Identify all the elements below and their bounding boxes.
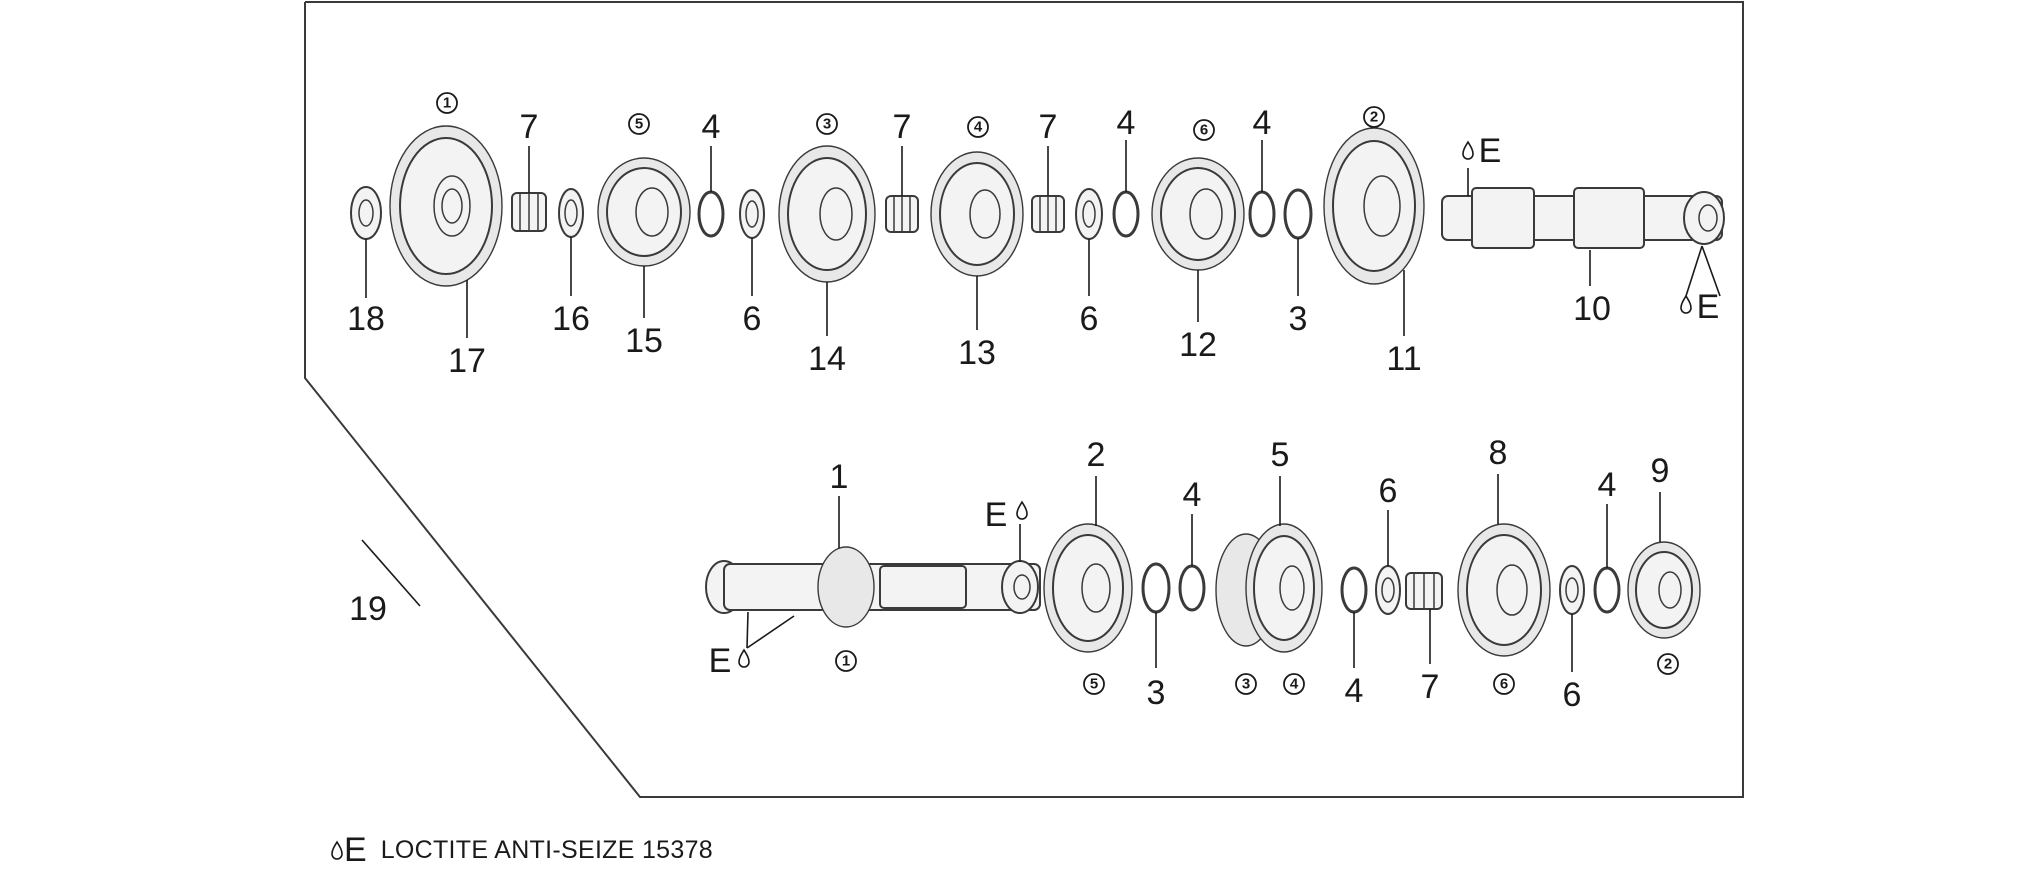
- part-14-gear: [778, 145, 876, 283]
- part-6-washer: [1559, 565, 1585, 615]
- gear-mark-4: 4: [974, 119, 983, 136]
- legend-symbol-letter: E: [344, 831, 367, 869]
- callout-6: 6: [1379, 472, 1398, 510]
- part-8-gear: [1457, 523, 1551, 657]
- part-11-gear: [1323, 127, 1425, 285]
- part-16-washer: [558, 188, 584, 238]
- callout-E: E: [709, 642, 732, 680]
- callout-4: 4: [1345, 672, 1364, 710]
- gear-mark-2: 2: [1664, 656, 1672, 673]
- part-10-shaft: [1441, 187, 1725, 249]
- callout-18: 18: [347, 300, 385, 338]
- callout-7: 7: [1421, 668, 1440, 706]
- loctite-drop-icon: [1462, 141, 1474, 160]
- callout-6: 6: [743, 300, 762, 338]
- callout-3: 3: [1289, 300, 1308, 338]
- gear-mark-5: 5: [1090, 676, 1098, 693]
- gear-mark-1: 1: [443, 95, 451, 112]
- leaders-top: [365, 140, 1721, 338]
- callout-E: E: [1697, 288, 1720, 326]
- gear-mark-5: 5: [635, 116, 643, 133]
- callout-4: 4: [1117, 104, 1136, 142]
- loctite-drop-icon: [738, 649, 750, 668]
- callout-2: 2: [1087, 436, 1106, 474]
- callouts-bottom: 19 1 E E 2 3 4 5 4 6 7 8 6 4 9: [349, 434, 1669, 714]
- part-13-gear: [930, 151, 1024, 277]
- part-18-washer: [350, 186, 382, 240]
- callout-4: 4: [1253, 104, 1272, 142]
- part-4-circlip: [1248, 190, 1276, 238]
- callout-6: 6: [1563, 676, 1582, 714]
- loctite-drop-icon: [331, 840, 343, 860]
- gear-mark-3: 3: [1242, 676, 1250, 693]
- gear-mark-1: 1: [842, 653, 850, 670]
- loctite-drop-icon: [1680, 295, 1692, 314]
- callout-3: 3: [1147, 674, 1166, 712]
- part-1-shaft: [705, 546, 1041, 628]
- gear-marks-top: 1 5 3 4 6 2: [436, 92, 1385, 141]
- callout-E: E: [985, 496, 1008, 534]
- gear-mark-6: 6: [1200, 122, 1208, 139]
- callout-8: 8: [1489, 434, 1508, 472]
- top-shaft-assembly: [350, 125, 1725, 287]
- callout-4: 4: [1598, 466, 1617, 504]
- part-4-circlip: [1593, 566, 1621, 614]
- callout-4: 4: [1183, 476, 1202, 514]
- callout-11: 11: [1386, 340, 1421, 378]
- part-3-circlip: [1141, 562, 1171, 614]
- part-5-gear: [1215, 523, 1323, 653]
- callout-17: 17: [448, 342, 486, 380]
- part-17-gear: [389, 125, 503, 287]
- part-4-circlip: [1112, 190, 1140, 238]
- callout-7: 7: [893, 108, 912, 146]
- gear-mark-2: 2: [1370, 109, 1378, 126]
- gear-mark-6: 6: [1500, 676, 1508, 693]
- part-4-circlip: [1340, 566, 1368, 614]
- callout-19: 19: [349, 590, 387, 628]
- callouts-top: 18 17 7 16 15 4 6 14 7 13 7 6 4 12 4 3 1…: [347, 104, 1719, 380]
- part-6-washer: [1075, 188, 1103, 240]
- callout-7: 7: [1039, 108, 1058, 146]
- part-9-gear: [1627, 541, 1701, 639]
- part-6-washer: [739, 189, 765, 239]
- part-3-circlip: [1283, 188, 1313, 240]
- callout-4: 4: [702, 108, 721, 146]
- callout-14: 14: [808, 340, 846, 378]
- legend-text: LOCTITE ANTI-SEIZE 15378: [380, 835, 713, 864]
- callout-16: 16: [552, 300, 590, 338]
- callout-12: 12: [1179, 326, 1217, 364]
- gear-mark-4: 4: [1290, 676, 1299, 693]
- gear-marks-bottom: 1 5 3 4 6 2: [835, 650, 1679, 695]
- legend: E LOCTITE ANTI-SEIZE 15378: [330, 831, 713, 869]
- gear-mark-3: 3: [823, 116, 831, 133]
- part-12-gear: [1151, 157, 1245, 271]
- callout-10: 10: [1573, 290, 1611, 328]
- bottom-shaft-assembly: [705, 523, 1701, 657]
- part-6-washer: [1375, 565, 1401, 615]
- part-4-circlip: [1178, 564, 1206, 612]
- legend-symbol: E: [330, 831, 367, 869]
- part-2-gear: [1043, 523, 1133, 653]
- callout-6: 6: [1080, 300, 1099, 338]
- diagram-frame: [304, 1, 1744, 798]
- leaders-bottom: [361, 474, 1661, 672]
- callout-9: 9: [1651, 452, 1670, 490]
- callout-E: E: [1479, 132, 1502, 170]
- callout-1: 1: [830, 458, 849, 496]
- callout-13: 13: [958, 334, 996, 372]
- callout-15: 15: [625, 322, 663, 360]
- callout-5: 5: [1271, 436, 1290, 474]
- loctite-drop-icon: [1016, 501, 1028, 520]
- part-4-circlip: [697, 190, 725, 238]
- callout-7: 7: [520, 108, 539, 146]
- part-15-gear: [597, 157, 691, 267]
